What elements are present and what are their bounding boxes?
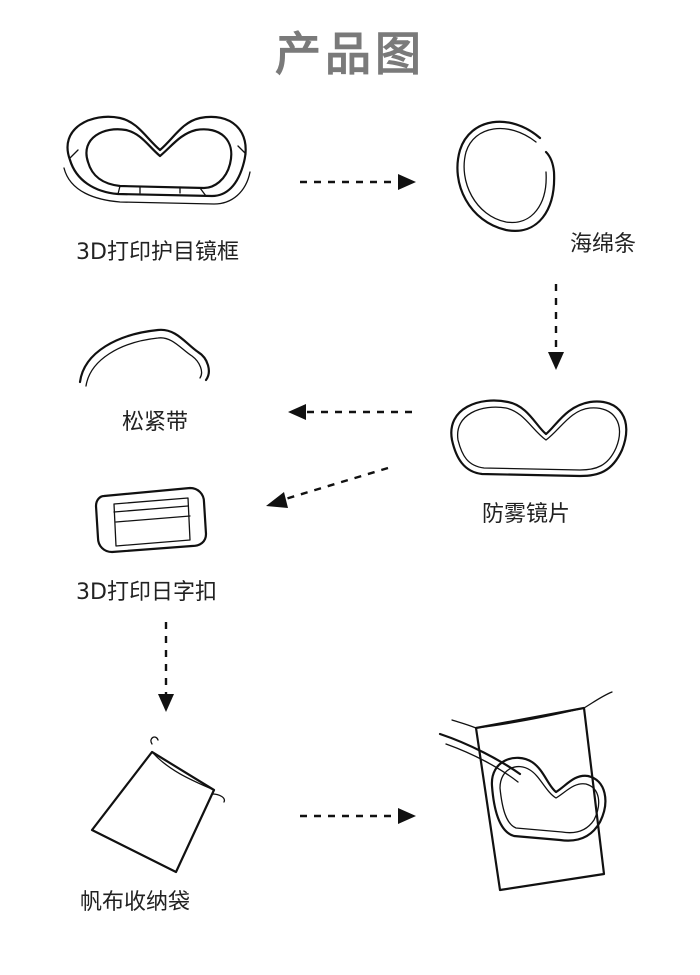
canvas-bag-illustration: [90, 736, 226, 874]
final-product-illustration: [438, 691, 613, 892]
arrow-lens-to-buckle: [266, 466, 389, 508]
goggle-frame-illustration: [63, 115, 251, 205]
label-slide-buckle: 3D打印日字扣: [76, 580, 217, 605]
arrow-sponge-to-lens: [548, 284, 564, 370]
label-sponge-strip: 海绵条: [570, 232, 637, 257]
elastic-strap-illustration: [78, 328, 210, 387]
arrow-buckle-to-bag: [158, 622, 174, 712]
slide-buckle-illustration: [94, 486, 208, 554]
label-goggle-frame: 3D打印护目镜框: [76, 240, 239, 265]
arrow-lens-to-strap: [288, 404, 412, 420]
diagram-title: 产品图: [275, 27, 425, 81]
sponge-strip-illustration: [456, 120, 556, 232]
label-anti-fog-lens: 防雾镜片: [482, 502, 571, 527]
anti-fog-lens-illustration: [450, 399, 628, 478]
label-elastic-strap: 松紧带: [122, 410, 189, 435]
arrow-frame-to-sponge: [300, 174, 416, 190]
arrow-bag-to-final: [300, 808, 416, 824]
label-canvas-bag: 帆布收纳袋: [80, 890, 191, 915]
